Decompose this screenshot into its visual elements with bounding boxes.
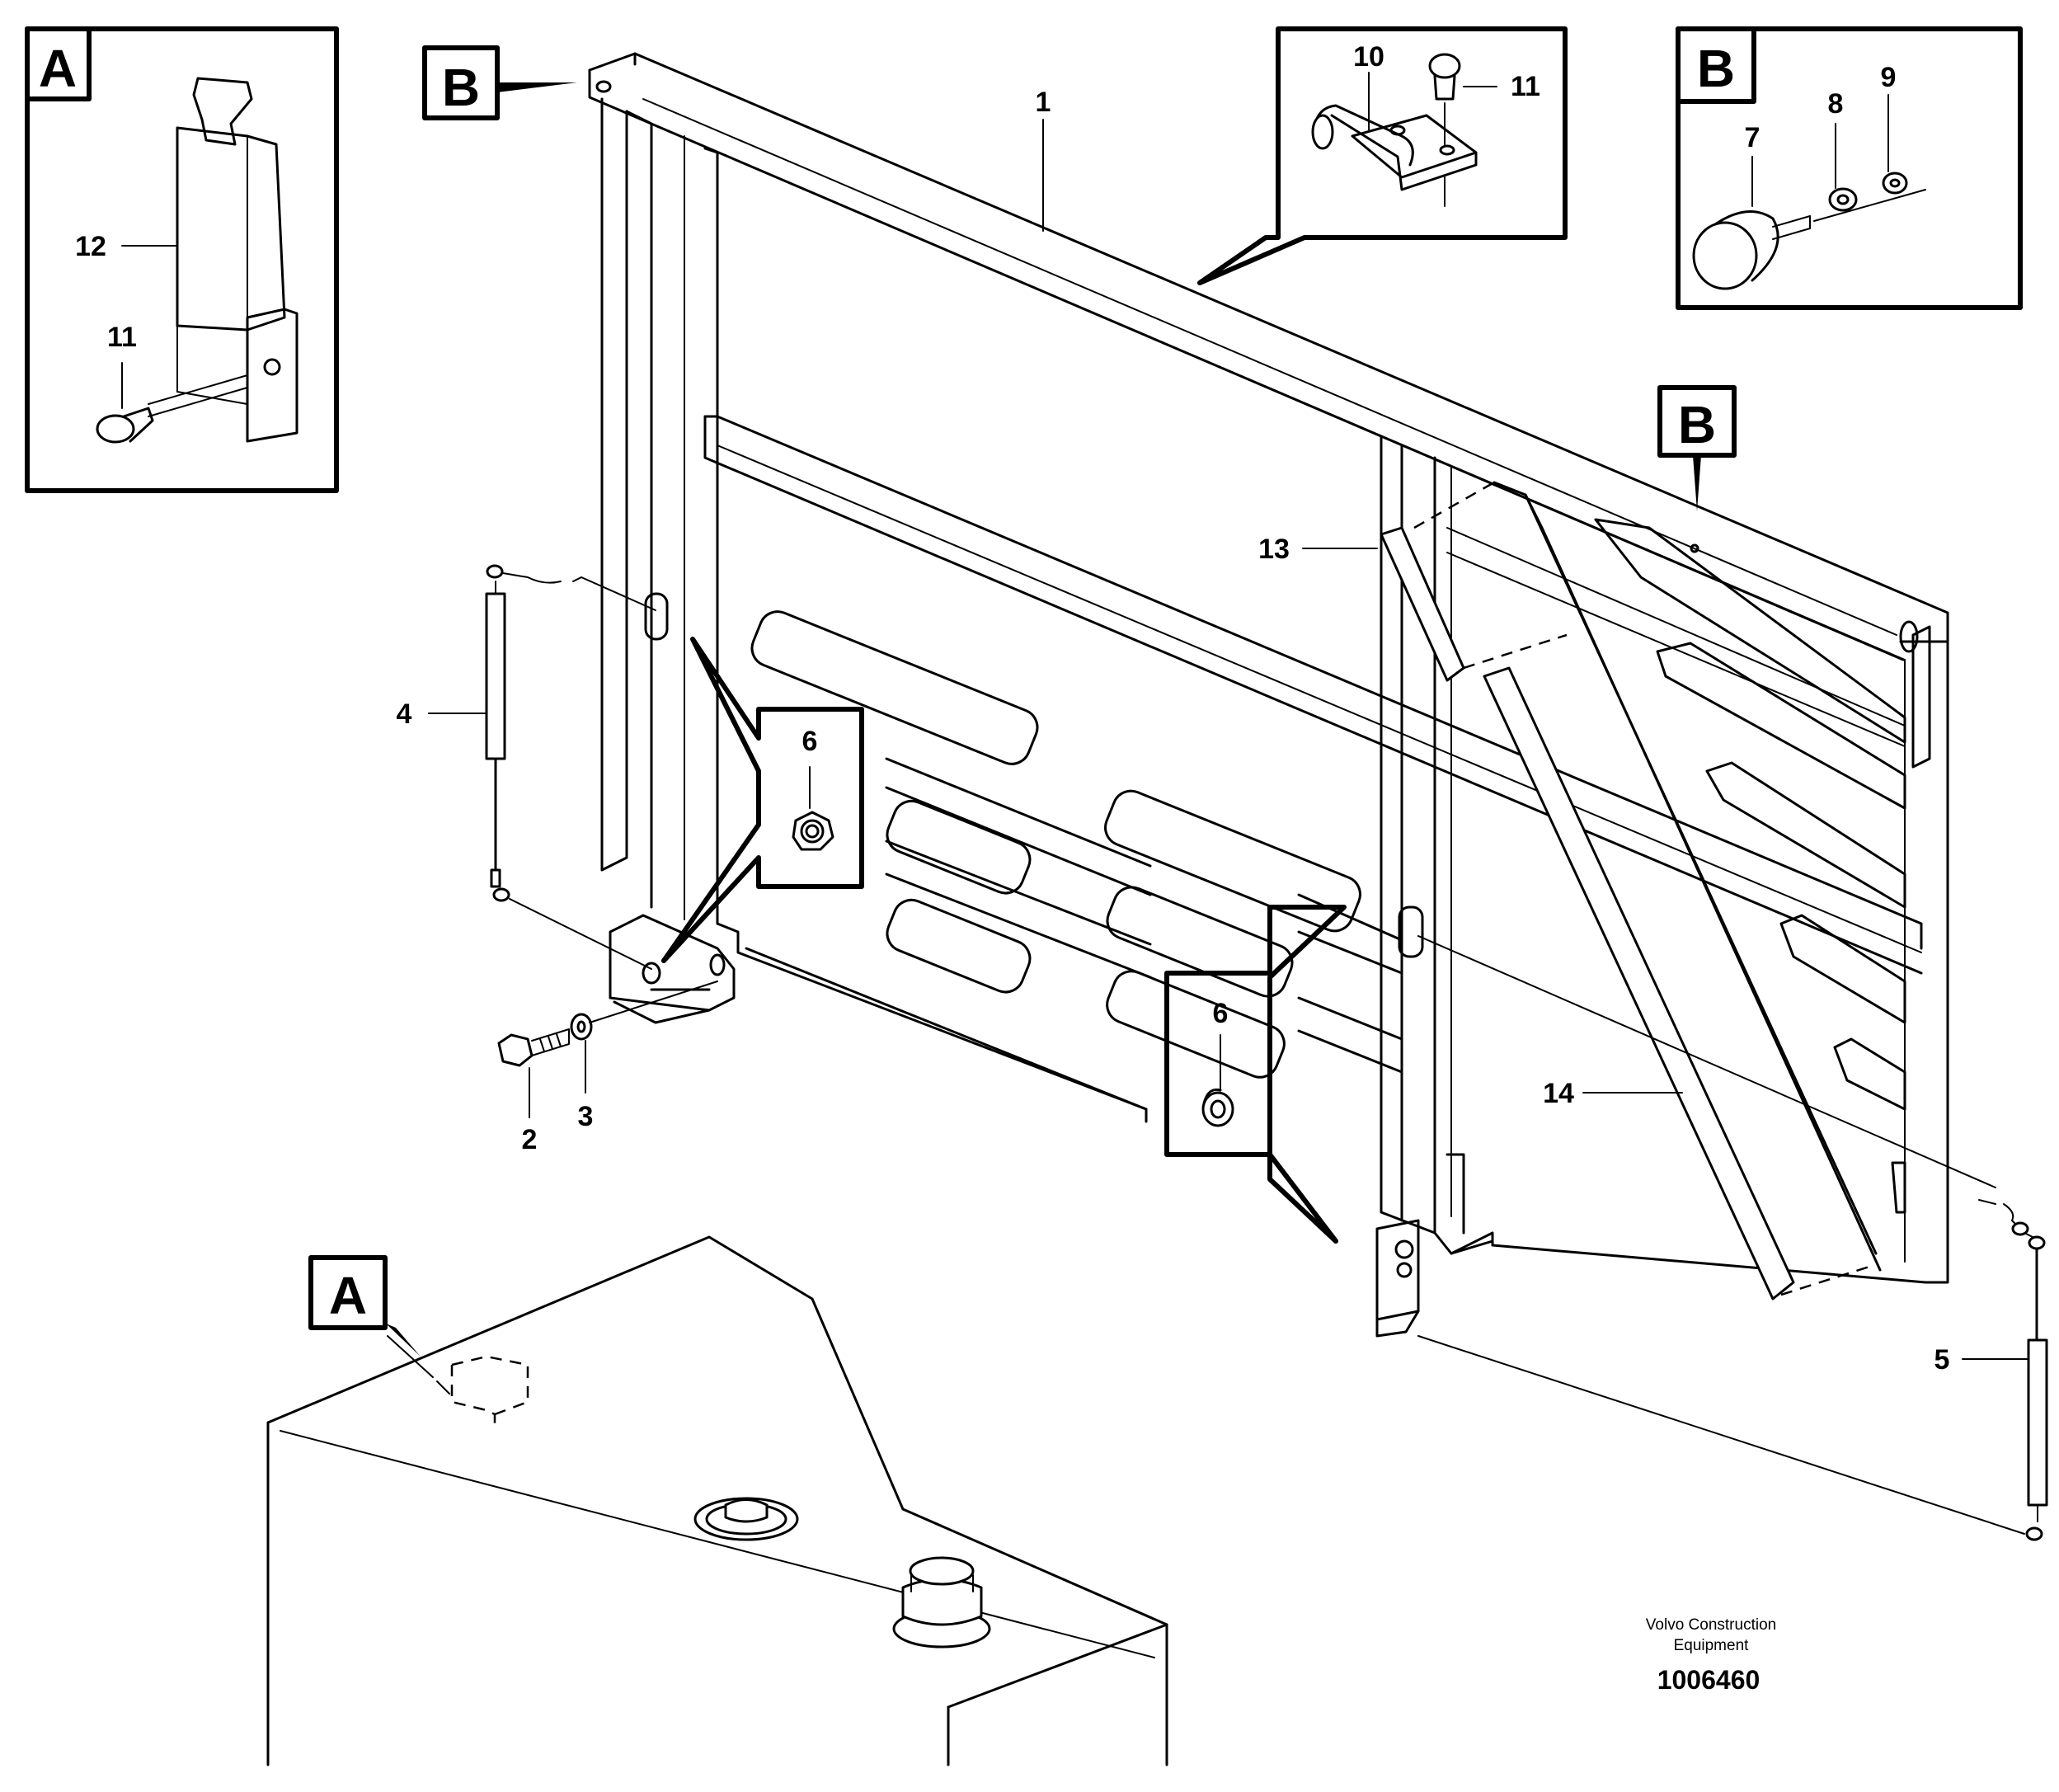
drawing-number: 1006460	[1657, 1665, 1760, 1695]
latch-body	[176, 126, 286, 332]
hinge-detail-callout: 11 10	[1197, 26, 1568, 285]
drawing-caption: Volvo Construction Equipment 1006460	[1646, 1616, 1776, 1695]
callout-3: 3	[578, 1101, 594, 1132]
nut-6-center	[1201, 1091, 1234, 1127]
callout-1: 1	[1036, 87, 1051, 118]
inset-b-knob-detail: B 7 8 9	[1676, 26, 2023, 310]
strut-5-cylinder	[2027, 1338, 2048, 1507]
gas-strut-4: 4	[397, 564, 656, 970]
rear-guard-frame	[588, 52, 1949, 1338]
seal-strip-14	[1483, 666, 1795, 1300]
slot-right-4	[1779, 914, 1906, 1024]
callout-11-detail: 11	[1511, 71, 1540, 102]
right-post-slot	[1398, 905, 1424, 958]
latch-bracket-hole	[263, 358, 281, 376]
slot-right-2	[1656, 642, 1906, 810]
tank-cap-1	[724, 1498, 769, 1523]
inset-a-frame	[25, 26, 339, 493]
callout-11-inset-a: 11	[107, 322, 137, 353]
slot-low-center	[1106, 970, 1286, 1079]
knob-7-face	[1692, 221, 1758, 290]
view-tag-a-tank-box	[308, 1255, 388, 1330]
gas-strut-5: 5	[1417, 935, 2048, 1541]
latch-bracket	[246, 308, 299, 443]
hinge-barrel	[1311, 114, 1334, 150]
bolt-2-washer-3: 2 3	[497, 981, 718, 1155]
washer-8	[1828, 187, 1858, 212]
left-foot-bracket	[609, 914, 736, 1012]
svg-text:B: B	[1678, 395, 1716, 454]
callout-6-center: 6	[1213, 998, 1229, 1029]
knob-7-thread	[1772, 215, 1811, 240]
tank	[266, 1235, 1168, 1766]
nut-6-center-frame	[1164, 905, 1347, 1244]
nut-6-callout-left: 6	[661, 637, 864, 963]
middle-crossbar	[703, 415, 1923, 950]
callout-2: 2	[522, 1124, 538, 1155]
callout-5: 5	[1934, 1344, 1950, 1376]
left-post-slot	[644, 592, 669, 641]
washer-3	[570, 1013, 593, 1041]
slot-mid-center	[1106, 886, 1294, 998]
inset-a-tag: A	[39, 39, 77, 98]
slot-upper-center	[1104, 789, 1361, 933]
callout-14: 14	[1543, 1078, 1574, 1109]
svg-text:A: A	[329, 1266, 367, 1325]
strut-4-cylinder	[485, 592, 506, 760]
callout-12: 12	[75, 231, 106, 262]
top-rail-hole-left	[595, 80, 612, 93]
top-rail	[588, 52, 1949, 643]
caption-line-1: Volvo Construction	[1646, 1616, 1776, 1634]
view-tag-b-left: B	[422, 45, 577, 120]
pin-11-detail	[1428, 53, 1461, 79]
washer-9	[1882, 172, 1908, 195]
inset-b-tag: B	[1697, 39, 1735, 98]
nut-6-left	[792, 811, 834, 851]
callout-6-left: 6	[802, 726, 818, 757]
nut-6-callout-center: 6	[1164, 905, 1347, 1244]
right-post-outer	[1380, 435, 1436, 1235]
callout-9: 9	[1881, 62, 1897, 93]
slot-right-3	[1705, 761, 1906, 909]
tank-cap-2	[901, 1578, 983, 1626]
inset-b-frame	[1676, 26, 2023, 310]
caption-line-2: Equipment	[1674, 1637, 1750, 1654]
pin-11-head	[96, 414, 135, 444]
inset-a-latch-detail: A 12 11	[25, 26, 339, 493]
callout-4: 4	[397, 698, 412, 730]
tank-top-outline	[266, 1235, 1168, 1766]
inset-a-tag-box	[25, 26, 92, 101]
view-tag-b-right: B	[1657, 385, 1737, 553]
right-panel-outline	[1450, 640, 1949, 1284]
inset-b-tag-box	[1676, 26, 1756, 104]
slot-upper-left	[750, 610, 1039, 765]
frame-bottom-left	[716, 922, 1148, 1123]
slot-low-left	[886, 898, 1032, 994]
svg-text:B: B	[442, 58, 480, 117]
nut-6-left-frame	[661, 637, 864, 963]
view-tag-a-tank: A	[308, 1255, 421, 1357]
bolt-2-head	[497, 1033, 534, 1067]
tank-latch-location	[450, 1355, 529, 1427]
callout-13: 13	[1258, 534, 1290, 565]
callout-10: 10	[1353, 41, 1384, 73]
callout-8: 8	[1828, 88, 1844, 120]
slot-mid-left	[886, 799, 1032, 895]
slot-right-1	[1594, 518, 1906, 744]
callout-7: 7	[1745, 122, 1760, 153]
latch-clip-top	[192, 77, 253, 146]
left-post-outer	[600, 97, 628, 872]
slot-right-5	[1833, 1037, 1906, 1111]
hinge-plate-10	[1351, 114, 1478, 179]
